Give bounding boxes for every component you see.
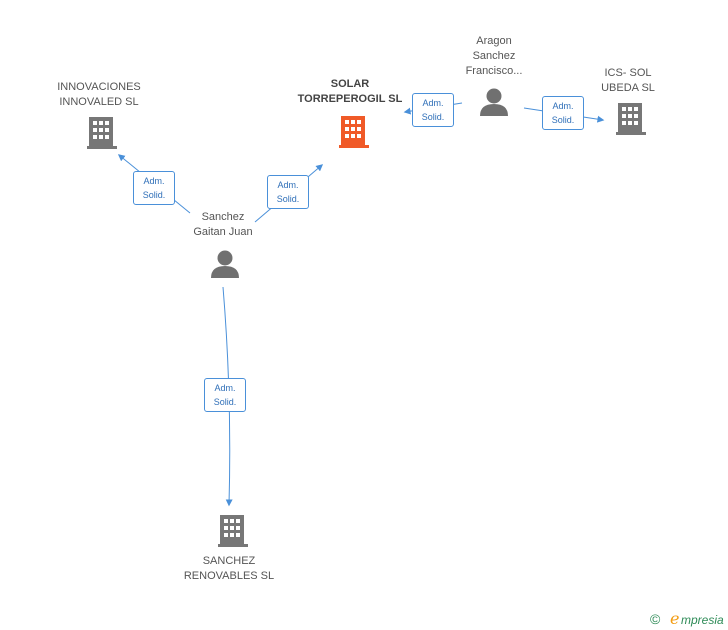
edge-label-gaitan-renovables[interactable]: Adm. Solid. bbox=[204, 378, 246, 412]
brand-name: mpresia bbox=[681, 613, 724, 627]
node-label-innovaciones[interactable]: INNOVACIONES INNOVALED SL bbox=[57, 81, 141, 108]
edge-label-aragon-solar[interactable]: Adm. Solid. bbox=[412, 93, 454, 127]
edge-label-aragon-ics[interactable]: Adm. Solid. bbox=[542, 96, 584, 130]
building-icon bbox=[218, 515, 248, 547]
brand-logo-e: e bbox=[670, 609, 680, 628]
brand-watermark[interactable]: © e mpresia bbox=[650, 609, 728, 630]
node-label-solar[interactable]: SOLAR TORREPEROGIL SL bbox=[297, 78, 403, 105]
building-icon bbox=[616, 103, 646, 135]
person-icon bbox=[211, 250, 239, 278]
copyright-icon: © bbox=[650, 611, 661, 627]
person-icon bbox=[480, 88, 508, 116]
node-label-sanchez-gaitan[interactable]: Sanchez Gaitan Juan bbox=[193, 211, 253, 238]
building-icon bbox=[87, 117, 117, 149]
edge-label-gaitan-innovaciones[interactable]: Adm. Solid. bbox=[133, 171, 175, 205]
edge-label-gaitan-solar[interactable]: Adm. Solid. bbox=[267, 175, 309, 209]
node-label-aragon[interactable]: Aragon Sanchez Francisco... bbox=[465, 35, 523, 77]
building-icon bbox=[339, 116, 369, 148]
node-label-sanchez-renovables[interactable]: SANCHEZ RENOVABLES SL bbox=[183, 555, 275, 582]
node-label-ics[interactable]: ICS- SOL UBEDA SL bbox=[601, 67, 655, 94]
